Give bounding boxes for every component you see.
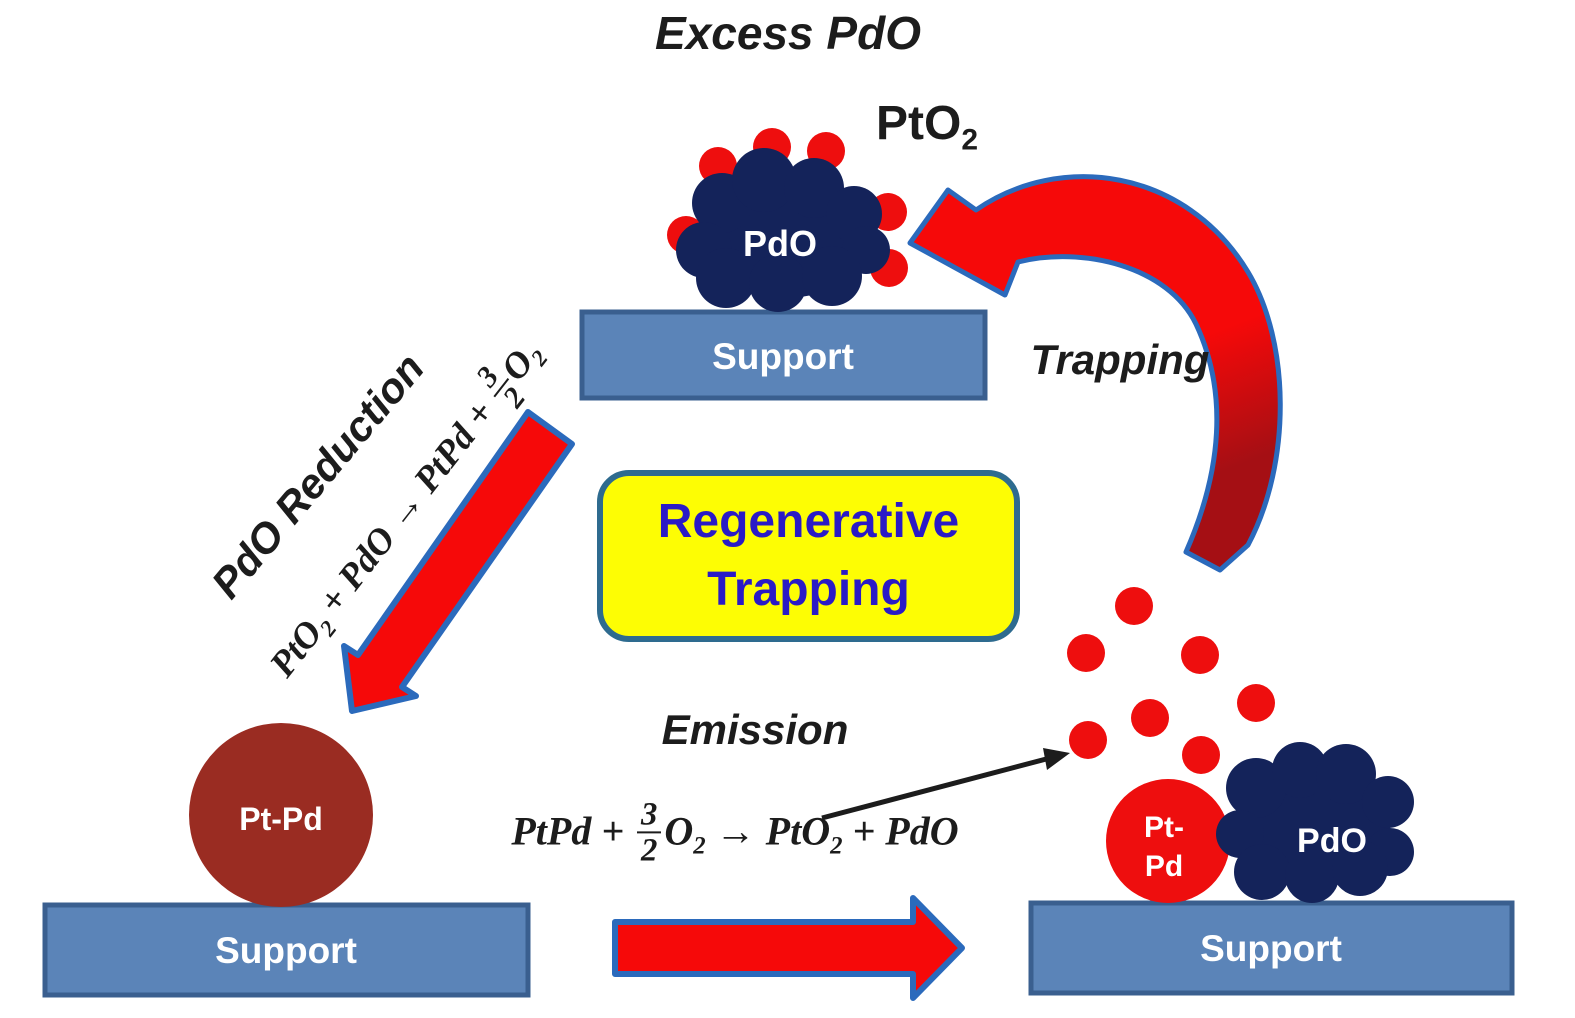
oxygen-dot xyxy=(1131,699,1169,737)
right-support-label: Support xyxy=(1200,928,1342,969)
oxygen-dot xyxy=(1069,721,1107,759)
oxygen-dot xyxy=(1182,736,1220,774)
pto2-base: PtO xyxy=(876,97,962,150)
oxygen-dot xyxy=(1115,587,1153,625)
emission-cycle-arrow xyxy=(612,895,965,1001)
pto2-subscript: 2 xyxy=(961,123,979,157)
right-pdo-label: PdO xyxy=(1297,822,1367,860)
oxygen-dot xyxy=(1237,684,1275,722)
top-support-label: Support xyxy=(712,336,854,377)
regenerative-trapping-box: Regenerative Trapping xyxy=(597,470,1020,642)
emission-pointer-arrow xyxy=(821,748,1070,821)
reduction-diagonal-arrow xyxy=(341,409,575,714)
left-support-label: Support xyxy=(215,930,357,971)
top-pdo-label: PdO xyxy=(743,223,817,264)
left-support: Support xyxy=(42,902,531,998)
right-ptpd-particle xyxy=(1106,779,1230,903)
regen-box-line1: Regenerative xyxy=(657,494,960,548)
emission-label: Emission xyxy=(661,706,849,753)
right-support-slab xyxy=(1028,900,1515,996)
regen-box-line2: Trapping xyxy=(707,563,910,616)
oxygen-dots-released xyxy=(1067,587,1275,774)
oxygen-dot xyxy=(1181,636,1219,674)
top-pdo-particle xyxy=(676,148,890,312)
top-support: Support xyxy=(579,309,988,401)
pto2-label: PtO2 xyxy=(876,96,978,158)
top-support-slab xyxy=(579,309,988,401)
oxygen-dot xyxy=(1067,634,1105,672)
left-ptpd-label: Pt-Pd xyxy=(239,801,323,837)
right-ptpd-label-line2: Pd xyxy=(1145,850,1183,883)
right-ptpd-label-line1: Pt- xyxy=(1144,811,1184,844)
left-ptpd-particle xyxy=(189,723,373,907)
trapping-label: Trapping xyxy=(1030,336,1210,383)
right-support: Support xyxy=(1028,900,1515,996)
right-pdo-particle xyxy=(1216,742,1414,903)
trapping-curved-arrow xyxy=(907,174,1283,573)
diagram-title: Excess PdO xyxy=(655,7,921,59)
